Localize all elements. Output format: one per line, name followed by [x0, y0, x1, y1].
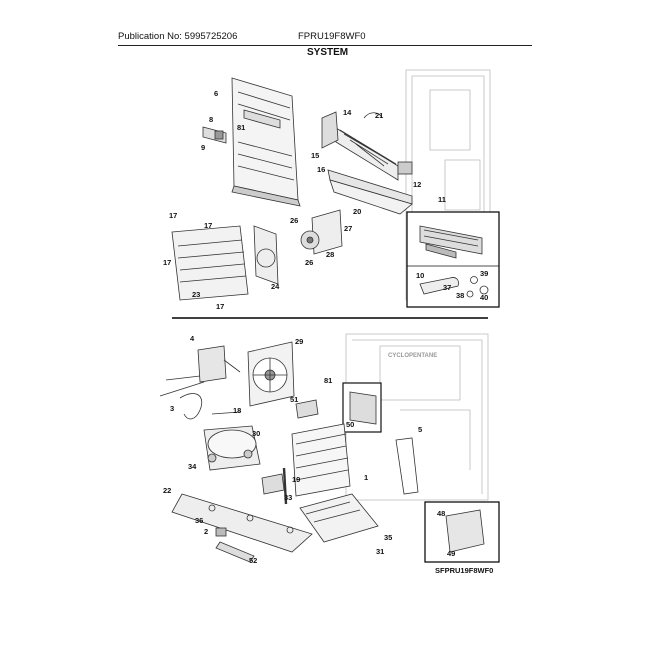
part-48-drawing: [445, 509, 485, 553]
callout-24: 24: [271, 282, 280, 291]
callout-17: 17: [216, 302, 224, 311]
base-plate-22: [171, 493, 313, 553]
publication-number: Publication No: 5995725206: [118, 31, 238, 42]
compressor-30: [203, 425, 261, 471]
callout-6: 6: [214, 89, 218, 98]
callout-29: 29: [295, 337, 303, 346]
model-number: FPRU19F8WF0: [298, 31, 366, 42]
bracket-33: [261, 473, 285, 495]
callout-labels-top: 6 81 8 9 14 21 15 16 12 20 11 17 17 26 27 26 28 24 17 23 17 1…: [163, 89, 488, 311]
callout-40: 40: [480, 293, 488, 302]
callout-33: 33: [284, 493, 292, 502]
callout-27: 27: [344, 224, 352, 233]
callout-39: 39: [480, 269, 488, 278]
callout-26: 26: [305, 258, 313, 267]
callout-28: 28: [326, 250, 334, 259]
callout-52: 52: [249, 556, 257, 565]
callout-81: 81: [237, 123, 245, 132]
callout-34: 34: [188, 462, 197, 471]
section-title: SYSTEM: [307, 47, 349, 58]
heater-part-14: [321, 111, 383, 149]
control-part-8: [202, 126, 227, 144]
callout-17: 17: [169, 211, 177, 220]
callout-17: 17: [163, 258, 171, 267]
header-rule: [118, 45, 532, 46]
footer-model: SFPRU19F8WF0: [435, 566, 494, 575]
fan-motor-27: [300, 209, 343, 255]
callout-1: 1: [364, 473, 368, 482]
rear-duct-panel: [231, 77, 301, 207]
condenser-coil-1: [291, 423, 351, 497]
callout-38: 38: [456, 291, 464, 300]
inset-coil-drawing: [419, 225, 489, 298]
part-52: [215, 541, 255, 563]
tube-19: [282, 467, 288, 505]
callout-12: 12: [413, 180, 421, 189]
callout-3: 3: [170, 404, 174, 413]
callout-21: 21: [375, 111, 383, 120]
callout-22: 22: [163, 486, 171, 495]
callout-10: 10: [416, 271, 424, 280]
callout-19: 19: [292, 475, 300, 484]
callout-36: 36: [195, 516, 203, 525]
fan-shroud-24: [253, 225, 279, 285]
condenser-fan-29: [247, 341, 295, 407]
callout-5: 5: [418, 425, 422, 434]
callout-31: 31: [376, 547, 384, 556]
callout-8: 8: [209, 115, 213, 124]
callout-2: 2: [204, 527, 208, 536]
drain-pan-31: [299, 493, 379, 543]
callout-18: 18: [233, 406, 241, 415]
callout-14: 14: [343, 108, 352, 117]
screw-36: [215, 527, 227, 537]
callout-51: 51: [290, 395, 298, 404]
callout-35: 35: [384, 533, 392, 542]
callout-9: 9: [201, 143, 205, 152]
callout-11: 11: [438, 195, 446, 204]
control-board-50: [349, 391, 377, 425]
callout-81: 81: [324, 376, 332, 385]
harness-5: [395, 437, 419, 495]
callout-49: 49: [447, 549, 455, 558]
callout-20: 20: [353, 207, 361, 216]
wire-harness-3: [179, 393, 203, 420]
tube-18: [211, 411, 241, 415]
callout-50: 50: [346, 420, 354, 429]
callout-4: 4: [190, 334, 195, 343]
relay-overload-4: [159, 345, 241, 397]
evaporator-top: [335, 127, 413, 181]
callout-15: 15: [311, 151, 319, 160]
callout-17: 17: [204, 221, 212, 230]
callout-37: 37: [443, 283, 451, 292]
evaporator-cover: [171, 225, 249, 301]
part-51: [295, 399, 319, 419]
callout-30: 30: [252, 429, 260, 438]
callout-26: 26: [290, 216, 298, 225]
cabinet-label: CYCLOPENTANE: [388, 353, 437, 359]
callout-23: 23: [192, 290, 200, 299]
callout-48: 48: [437, 509, 445, 518]
drain-tray-20: [327, 169, 413, 215]
callout-16: 16: [317, 165, 325, 174]
